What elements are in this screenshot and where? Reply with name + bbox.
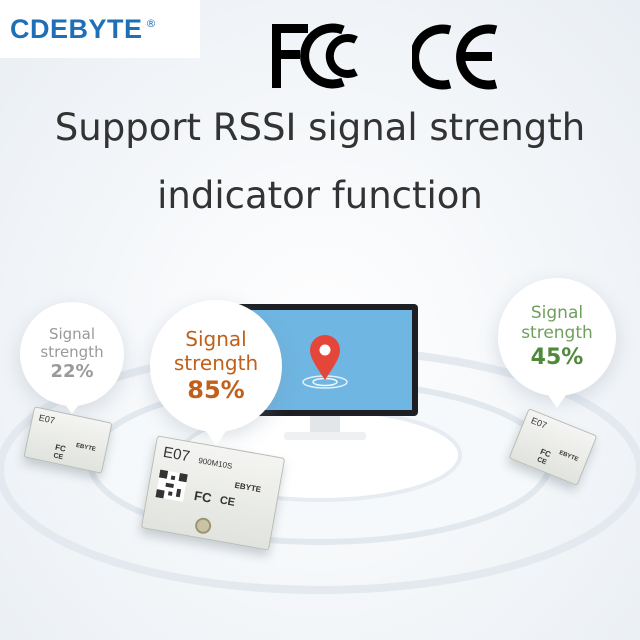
signal-value-right: 45% (530, 344, 584, 370)
module-model-left: E07 (38, 412, 56, 426)
fcc-logo-icon (272, 23, 358, 89)
bubble-tail-center (204, 428, 228, 446)
bubble-tail-right (546, 392, 568, 408)
signal-label-left-2: strength (40, 342, 104, 361)
signal-value-center: 85% (187, 376, 245, 404)
signal-label-right-1: Signal (530, 302, 584, 323)
monitor-base (284, 432, 366, 440)
module-model-right: E07 (529, 415, 549, 431)
headline-line-1: Support RSSI signal strength (54, 106, 586, 149)
signal-label-left-1: Signal (48, 324, 96, 343)
module-part-center: 900M10S (197, 456, 233, 471)
module-ce-center: CE (218, 494, 236, 509)
module-model-center: E07 (161, 443, 192, 466)
rf-module-center: E07 900M10S FC CE EBYTE (140, 435, 286, 551)
signal-label-center-2: strength (173, 351, 259, 375)
module-ce-left: CE (52, 452, 64, 462)
module-brand-right: EBYTE (558, 449, 579, 464)
module-brand-left: EBYTE (75, 442, 97, 453)
signal-label-right-2: strength (521, 323, 593, 344)
signal-label-center-1: Signal (185, 327, 247, 351)
antenna-pad-icon (193, 516, 213, 536)
signal-bubble-right: Signal strength 45% (498, 278, 616, 396)
bubble-tail-left (62, 400, 82, 414)
module-fcc-center: FC (193, 487, 213, 506)
module-brand-center: EBYTE (233, 480, 262, 495)
registered-mark: ® (145, 16, 157, 30)
signal-value-left: 22% (50, 360, 94, 382)
brand-name: CDEBYTE (10, 13, 143, 44)
monitor-neck (310, 416, 340, 432)
ce-logo-icon (412, 24, 498, 90)
qr-code-icon (155, 469, 188, 502)
location-pin-icon (302, 335, 348, 389)
headline-line-2: indicator function (157, 174, 483, 217)
signal-bubble-left: Signal strength 22% (20, 302, 124, 406)
signal-bubble-center: Signal strength 85% (150, 300, 282, 432)
brand-logo: CDEBYTE ® (0, 0, 200, 58)
